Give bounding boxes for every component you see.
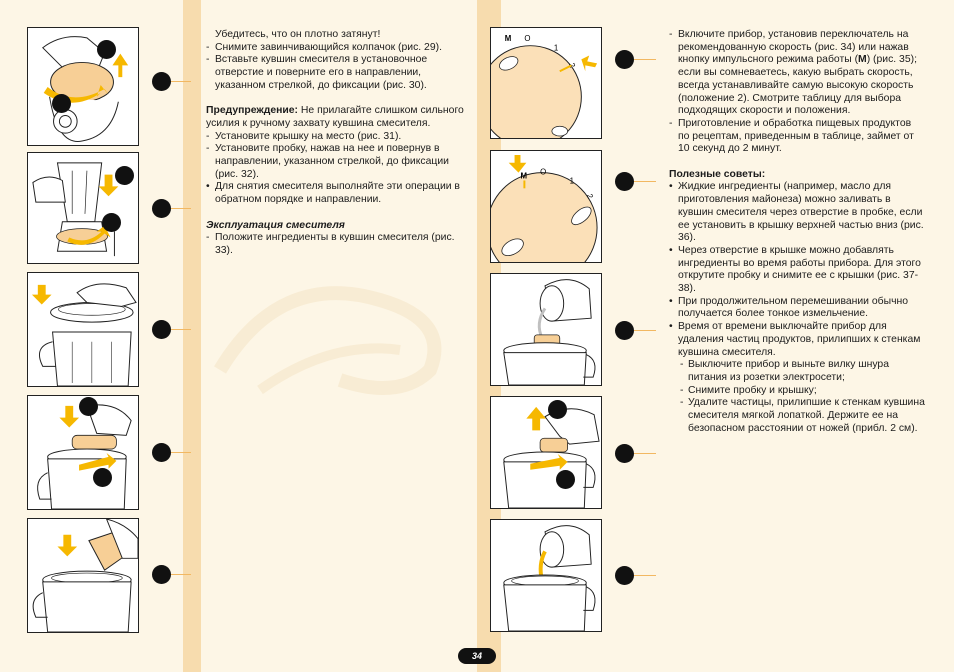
figure-36-marker [615, 321, 634, 340]
substep-item: Выключите прибор и выньте вилку шнура пи… [680, 359, 925, 384]
dial-34-label-m: M [505, 34, 512, 43]
figure-29-marker-bottom [52, 94, 71, 113]
section-title: Эксплуатация смесителя [206, 219, 345, 231]
figure-37-marker-top [548, 400, 567, 419]
warning-text: Не прилагайте слишком сильного усилия к … [206, 105, 464, 129]
warning-paragraph: Предупреждение: Не прилагайте слишком си… [206, 105, 464, 130]
dial-35-label-m: M [520, 172, 527, 181]
figure-31-marker [152, 320, 171, 339]
intro-text: Убедитесь, что он плотно затянут! [215, 29, 381, 40]
tips-title: Полезные советы: [669, 168, 766, 180]
dial-35-label-o: O [540, 168, 546, 177]
figure-30-marker-side [152, 199, 171, 218]
figure-34-marker [615, 50, 634, 69]
figure-36-leader [634, 330, 656, 331]
step-a-text: Включите прибор, установив переключатель… [678, 29, 909, 66]
step-item: Установите крышку на место (рис. 31). [206, 131, 464, 144]
figure-37-marker-bottom [556, 470, 575, 489]
step-item: Вставьте кувшин смесителя в установочное… [206, 54, 464, 92]
dial-34-label-o: O [524, 34, 530, 43]
step-item: Положите ингредиенты в кувшин смесителя … [206, 232, 464, 257]
tip-item: Через отверстие в крышке можно добавлять… [669, 245, 925, 296]
figure-35-marker [615, 172, 634, 191]
right-text-column: Включите прибор, установив переключатель… [669, 29, 925, 435]
figure-30-marker-top [115, 166, 134, 185]
figure-38-panel [490, 519, 602, 632]
dial-35-label-2: 2 [585, 193, 595, 200]
step-item: Снимите завинчивающийся колпачок (рис. 2… [206, 42, 464, 55]
figure-29-marker-top [97, 40, 116, 59]
figure-29-panel [27, 27, 139, 146]
step-a-bold: M [858, 54, 867, 66]
decorative-strip-left [183, 0, 201, 672]
figure-32-marker-side [152, 443, 171, 462]
figure-38-marker [615, 566, 634, 585]
step-item: Приготовление и обработка пищевых продук… [669, 118, 925, 156]
substeps-list: Выключите прибор и выньте вилку шнура пи… [669, 359, 925, 435]
dial-34-label-2: 2 [567, 62, 577, 69]
steps-list-3: Положите ингредиенты в кувшин смесителя … [206, 232, 464, 257]
figure-30-leader [171, 208, 191, 209]
dial-35-label-1: 1 [570, 176, 574, 185]
operation-steps: Включите прибор, установив переключатель… [669, 29, 925, 156]
substep-item: Удалите частицы, прилипшие к стенкам кув… [680, 397, 925, 435]
step-item: Включите прибор, установив переключатель… [669, 29, 925, 118]
figure-37-panel [490, 396, 602, 509]
figure-37-leader [634, 453, 656, 454]
steps-list-2: Установите крышку на место (рис. 31). Ус… [206, 131, 464, 207]
tip-item: При продолжительном перемешивании обычно… [669, 296, 925, 321]
steps-list-1: Снимите завинчивающийся колпачок (рис. 2… [206, 42, 464, 93]
figure-34-leader [634, 59, 656, 60]
figure-29-marker-side [152, 72, 171, 91]
figure-35-panel: M O 1 2 [490, 150, 602, 263]
figure-33-marker [152, 565, 171, 584]
left-text-column: Убедитесь, что он плотно затянут! Снимит… [206, 29, 464, 258]
figure-31-panel [27, 272, 139, 387]
figure-30-marker-bottom [102, 213, 121, 232]
figure-38-leader [634, 575, 656, 576]
figure-31-leader [171, 329, 191, 330]
background-swirl [213, 286, 442, 395]
bullet-item: Для снятия смесителя выполняйте эти опер… [206, 181, 464, 206]
figure-29-leader [171, 81, 191, 82]
warning-label: Предупреждение: [206, 105, 299, 117]
page-number: 34 [458, 648, 496, 664]
step-a-text-end: ) (рис. 35); если вы сомневаетесь, какую… [678, 54, 917, 117]
figure-33-panel [27, 518, 139, 633]
figure-32-leader [171, 452, 191, 453]
tip-item: Время от времени выключайте прибор для у… [669, 321, 925, 359]
figure-36-panel [490, 273, 602, 386]
figure-32-marker-bottom [93, 468, 112, 487]
substep-item: Снимите пробку и крышку; [680, 385, 925, 398]
figure-33-leader [171, 574, 191, 575]
figure-35-leader [634, 181, 656, 182]
figure-32-marker-top [79, 397, 98, 416]
tip-item: Жидкие ингредиенты (например, масло для … [669, 181, 925, 245]
figure-34-panel: M O 1 2 [490, 27, 602, 139]
dial-34-label-1: 1 [554, 44, 558, 53]
figure-37-marker-side [615, 444, 634, 463]
tips-list: Жидкие ингредиенты (например, масло для … [669, 181, 925, 359]
step-item: Установите пробку, нажав на нее и поверн… [206, 143, 464, 181]
